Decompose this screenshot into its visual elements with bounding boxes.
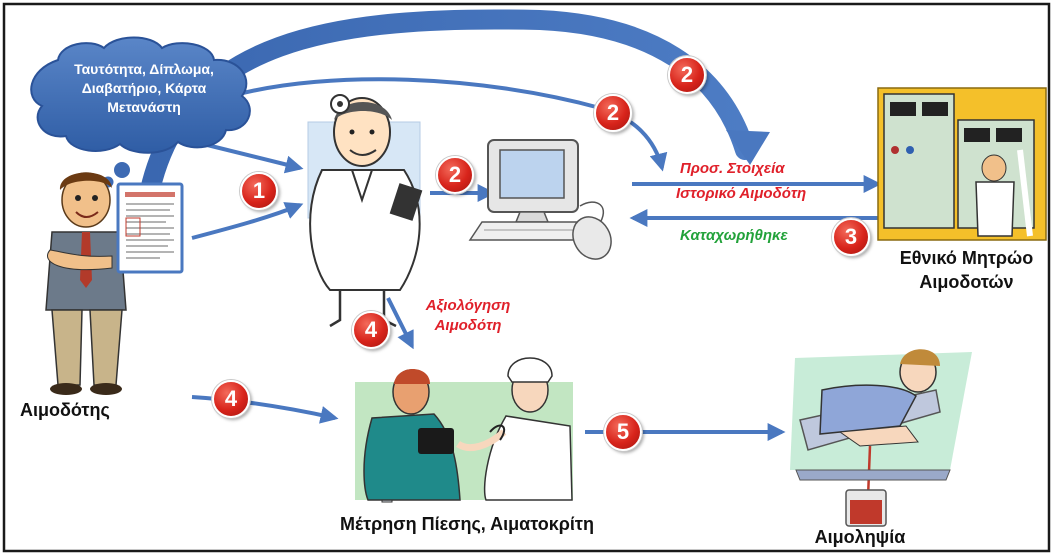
- donor-form-document: [116, 182, 184, 274]
- step-2-badge-computer: 2: [436, 156, 474, 194]
- documents-cloud-text: Ταυτότητα, Δίπλωμα, Διαβατήριο, Κάρτα Με…: [44, 60, 244, 117]
- evaluation-label-line-2: Αιμοδότη: [434, 317, 502, 334]
- registry-label-line-1: Εθνικό Μητρώο: [899, 248, 1034, 268]
- send-data-label-line-1: Προσ. Στοιχεία: [680, 160, 785, 177]
- step-2-badge-middle: 2: [594, 94, 632, 132]
- doctor-figure: [307, 94, 423, 328]
- cloud-to-doctor-arrow: [194, 140, 304, 174]
- measurement-label: Μέτρηση Πίεσης, Αιματοκρίτη: [340, 514, 594, 534]
- step-4-badge-donor: 4: [212, 380, 250, 418]
- donor-figure: [45, 172, 127, 395]
- send-data-label-line-2: Ιστορικό Αιμοδότη: [676, 185, 807, 202]
- blooddraw-label: Αιμοληψία: [814, 527, 906, 547]
- donor-label: Αιμοδότης: [20, 400, 110, 420]
- measurement-image: [355, 357, 573, 503]
- documents-line-1: Ταυτότητα, Δίπλωμα,: [74, 61, 214, 77]
- step-1-badge: 1: [240, 172, 278, 210]
- computer-figure: [468, 139, 612, 260]
- step-5-badge: 5: [604, 413, 642, 451]
- registry-image: [877, 87, 1047, 241]
- blooddraw-image: [790, 349, 972, 527]
- donor-to-measurement-arrow: [191, 395, 339, 424]
- documents-line-2: Διαβατήριο, Κάρτα: [81, 80, 207, 96]
- step-2-badge-top: 2: [668, 56, 706, 94]
- documents-line-3: Μετανάστη: [107, 99, 181, 115]
- step-3-badge: 3: [832, 218, 870, 256]
- registered-label: Καταχωρήθηκε: [680, 227, 788, 244]
- evaluation-label-line-1: Αξιολόγηση: [425, 297, 511, 314]
- registry-label-line-2: Αιμοδοτών: [919, 272, 1014, 292]
- step-4-badge-evaluation: 4: [352, 311, 390, 349]
- documents-cloud: [30, 36, 251, 194]
- form-to-doctor-arrow: [191, 202, 304, 240]
- registry-label: Εθνικό Μητρώο Αιμοδοτών: [880, 246, 1053, 294]
- evaluation-label: Αξιολόγηση Αιμοδότη: [408, 296, 528, 336]
- documents-to-registry-arc-head: [726, 130, 770, 165]
- doctor-to-measurement-arrow: [386, 297, 414, 350]
- cloud-to-registry-arrow: [234, 77, 668, 172]
